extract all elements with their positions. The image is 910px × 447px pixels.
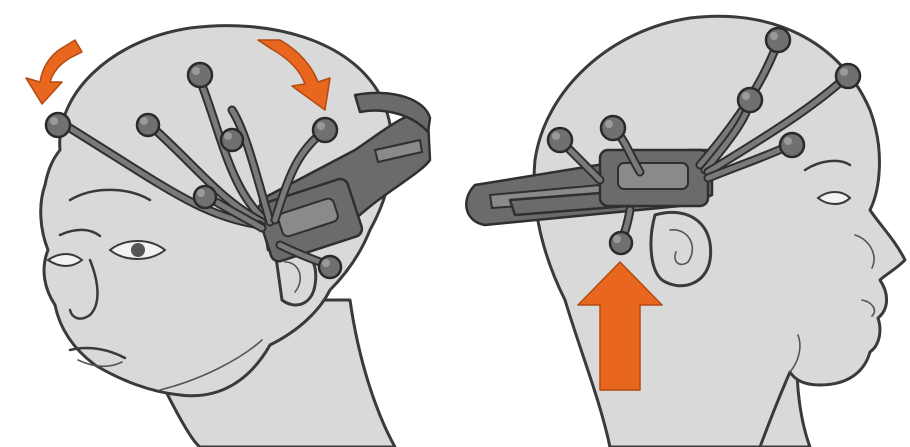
right-sensor-6: [548, 128, 572, 152]
left-head-figure: [26, 26, 430, 447]
left-sensor-1: [188, 63, 212, 87]
left-sensor-5: [46, 113, 70, 137]
right-head-figure: [466, 16, 905, 447]
right-sensor-4: [780, 133, 804, 157]
right-sensor-3: [836, 64, 860, 88]
left-sensor-7: [319, 256, 341, 278]
left-sensor-6: [194, 186, 216, 208]
right-sensor-1: [766, 28, 790, 52]
right-sensor-5: [601, 116, 625, 140]
left-sensor-3: [313, 118, 337, 142]
right-sensor-2: [738, 88, 762, 112]
left-sensor-2: [221, 129, 243, 151]
right-sensor-7: [610, 232, 632, 254]
left-sensor-4: [137, 114, 159, 136]
